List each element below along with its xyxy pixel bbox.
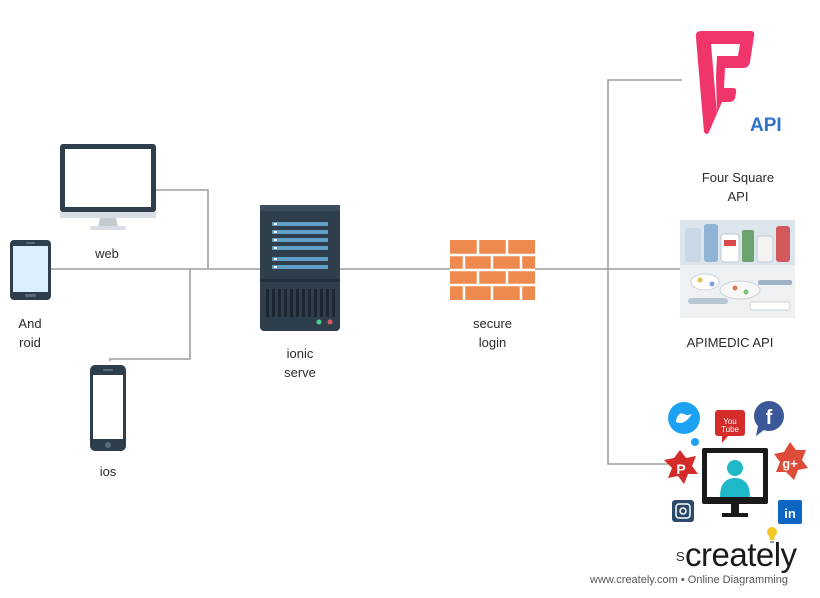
lightbulb-icon bbox=[766, 525, 778, 552]
web-label: web bbox=[95, 246, 119, 261]
social-label: S bbox=[676, 549, 685, 564]
twitter-icon bbox=[668, 402, 700, 446]
facebook-icon: f bbox=[754, 401, 784, 436]
creately-logo: creately bbox=[685, 536, 797, 573]
svg-text:f: f bbox=[766, 407, 773, 429]
android-tablet-icon bbox=[10, 240, 51, 305]
svg-text:You: You bbox=[723, 417, 737, 426]
svg-text:in: in bbox=[784, 506, 796, 521]
foursquare-label: Four Square API bbox=[701, 170, 775, 204]
googleplus-icon: g+ bbox=[774, 442, 808, 480]
apimedic-label: APIMEDIC API bbox=[686, 335, 774, 350]
apimedic-medicine-image bbox=[680, 220, 795, 323]
connector-foursquare bbox=[607, 79, 682, 269]
android-label: And roid bbox=[18, 316, 42, 350]
pinterest-icon: P bbox=[664, 450, 698, 484]
ios-label: ios bbox=[99, 464, 117, 479]
web-monitor-icon bbox=[60, 144, 156, 237]
ios-phone-icon bbox=[90, 365, 126, 456]
svg-text:P: P bbox=[676, 461, 685, 477]
foursquare-logo-icon bbox=[695, 28, 757, 143]
svg-text:g+: g+ bbox=[782, 456, 798, 471]
server-label: ionic serve bbox=[284, 346, 316, 380]
firewall-label: secure login bbox=[472, 316, 513, 350]
linkedin-icon: in bbox=[778, 500, 802, 524]
connector-web bbox=[155, 189, 209, 269]
monitor-user-icon bbox=[702, 448, 768, 517]
youtube-icon: You Tube bbox=[715, 410, 745, 443]
instagram-icon bbox=[672, 500, 694, 522]
social-media-cluster: You Tube f P g+ bbox=[662, 398, 810, 533]
svg-text:Tube: Tube bbox=[721, 425, 739, 434]
connector-ios bbox=[109, 269, 191, 361]
server-icon bbox=[260, 205, 340, 336]
foursquare-api-logo-text: API bbox=[750, 115, 782, 136]
footer-text: www.creately.com • Online Diagramming bbox=[590, 574, 789, 586]
firewall-icon bbox=[450, 240, 535, 305]
connector-social bbox=[607, 269, 668, 465]
